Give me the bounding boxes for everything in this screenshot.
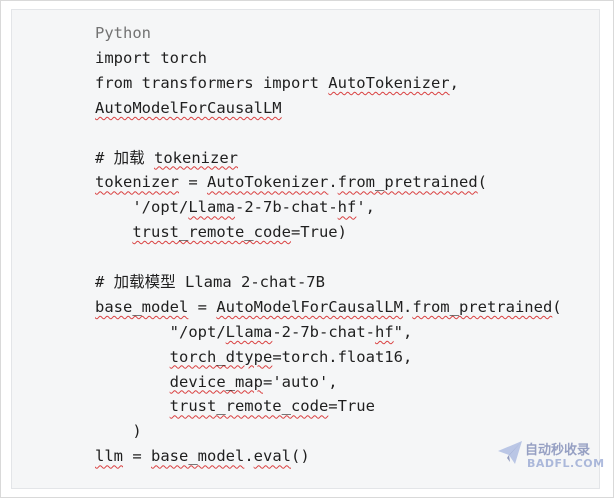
code-line: '/opt/Llama-2-7b-chat-hf', bbox=[95, 195, 562, 220]
code-token: ( bbox=[552, 297, 562, 316]
watermark-subtitle: BADFL.COM bbox=[527, 457, 605, 470]
watermark: 自动秒收录 BADFL.COM bbox=[495, 433, 604, 477]
code-token bbox=[95, 348, 170, 366]
spellcheck-flagged-token: base_model bbox=[151, 447, 245, 466]
spellcheck-flagged-token: AutoModelForCausalLM bbox=[95, 98, 282, 117]
code-token: . bbox=[328, 173, 338, 192]
spellcheck-flagged-token: AutoModelForCausalLM bbox=[216, 297, 403, 316]
code-token: () bbox=[291, 447, 310, 466]
code-line: import torch bbox=[95, 46, 562, 71]
code-language-label: Python bbox=[95, 24, 151, 42]
code-token: ( bbox=[477, 173, 487, 192]
spellcheck-flagged-token: AutoTokenizer bbox=[328, 73, 450, 92]
code-line: from transformers import AutoTokenizer, bbox=[95, 71, 562, 96]
code-line: ​ bbox=[95, 121, 562, 146]
code-token: ) bbox=[95, 422, 142, 441]
code-token: # 加载 bbox=[95, 148, 154, 167]
code-line: device_map='auto', bbox=[95, 370, 562, 395]
spellcheck-flagged-token: from_pretrained bbox=[412, 297, 553, 316]
code-line: tokenizer = AutoTokenizer.from_pretraine… bbox=[95, 170, 562, 195]
code-token: "/opt/ bbox=[95, 322, 226, 341]
paper-plane-icon bbox=[498, 441, 522, 464]
spellcheck-flagged-token: device_map bbox=[169, 372, 263, 391]
code-token: ', bbox=[356, 198, 375, 217]
code-token: =True) bbox=[290, 223, 347, 242]
code-line: llm = base_model.eval() bbox=[95, 444, 562, 469]
spellcheck-flagged-token: from_pretrained bbox=[337, 173, 478, 192]
spellcheck-flagged-token: torch_dtype bbox=[169, 347, 273, 366]
code-line: trust_remote_code=True) bbox=[95, 220, 562, 245]
spellcheck-flagged-token: base_model bbox=[95, 297, 189, 316]
code-token bbox=[95, 373, 170, 391]
code-token bbox=[95, 223, 132, 241]
code-token: =True bbox=[328, 397, 375, 416]
code-token: ", bbox=[393, 322, 413, 341]
code-block: import torch from transformers import Aut… bbox=[95, 46, 562, 469]
code-token: = bbox=[188, 297, 217, 316]
code-token: '/opt/ bbox=[95, 198, 189, 217]
code-token: . bbox=[244, 447, 254, 466]
code-block-panel bbox=[11, 9, 600, 489]
code-line: AutoModelForCausalLM bbox=[95, 96, 562, 121]
code-token: =torch.float16, bbox=[272, 347, 413, 366]
spellcheck-flagged-token: eval bbox=[253, 447, 291, 466]
code-line: torch_dtype=torch.float16, bbox=[95, 345, 562, 370]
spellcheck-flagged-token: AutoTokenizer bbox=[207, 173, 329, 192]
spellcheck-flagged-token: llm bbox=[95, 447, 123, 466]
spellcheck-flagged-token: hf bbox=[374, 322, 394, 341]
code-token: import torch bbox=[95, 49, 207, 67]
spellcheck-flagged-token: hf bbox=[337, 198, 357, 217]
watermark-title: 自动秒收录 bbox=[525, 443, 591, 458]
spellcheck-flagged-token: tokenizer bbox=[95, 173, 179, 192]
code-token: , bbox=[449, 73, 459, 92]
spellcheck-flagged-token: trust_remote_code bbox=[169, 397, 329, 416]
code-token: ='auto', bbox=[262, 372, 338, 391]
code-token: from transformers import bbox=[95, 73, 329, 92]
code-line: # 加载模型 Llama 2-chat-7B bbox=[95, 270, 562, 295]
code-line: base_model = AutoModelForCausalLM.from_p… bbox=[95, 295, 562, 320]
spellcheck-flagged-token: tokenizer bbox=[154, 148, 238, 167]
code-line: ) bbox=[95, 419, 562, 444]
code-token: = bbox=[123, 447, 151, 466]
spellcheck-flagged-token: Llama bbox=[188, 198, 235, 217]
code-token: # 加载模型 Llama 2-chat-7B bbox=[95, 273, 325, 292]
spellcheck-flagged-token: Llama bbox=[225, 322, 273, 341]
code-token: = bbox=[179, 173, 207, 192]
spellcheck-flagged-token: trust_remote_code bbox=[132, 223, 291, 242]
code-line: "/opt/Llama-2-7b-chat-hf", bbox=[95, 320, 562, 345]
code-token bbox=[95, 397, 170, 415]
code-line: ​ bbox=[95, 245, 562, 270]
code-token: -2-7b-chat- bbox=[272, 322, 375, 341]
code-token: -2-7b-chat- bbox=[235, 198, 338, 217]
code-line: # 加载 tokenizer bbox=[95, 146, 562, 171]
code-line: trust_remote_code=True bbox=[95, 394, 562, 419]
code-token: . bbox=[402, 297, 413, 316]
